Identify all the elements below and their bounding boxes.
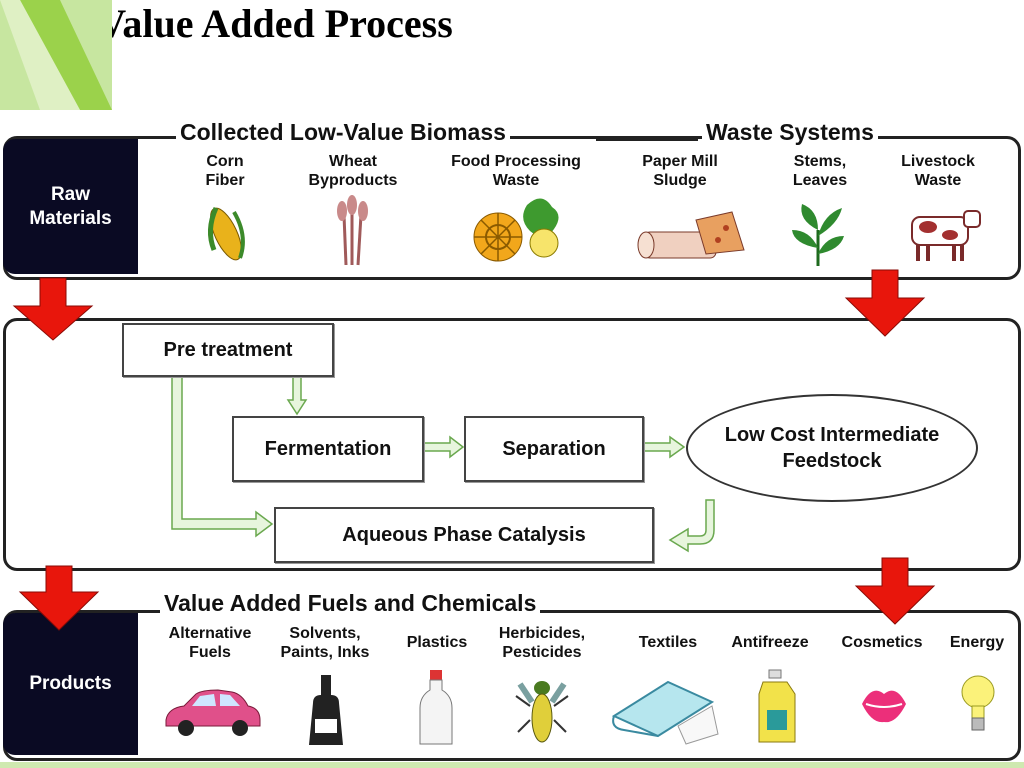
raw-item-label: Stems, Leaves [792,153,848,189]
lightbulb-icon [961,675,995,731]
arrow-down-left-1 [12,277,94,341]
product-label: Antifreeze [731,634,809,651]
products-label: Products [3,613,138,755]
bottle-icon [419,670,453,745]
catalysis-box: Aqueous Phase Catalysis [274,507,654,563]
arrow-down-right-1 [844,269,926,337]
corn-icon [208,206,245,261]
arrow-down-right-2 [854,557,936,625]
raw-item-label: Corn Fiber [205,153,245,189]
raw-item-label: Livestock Waste [901,153,975,189]
product-label: Herbicides, Pesticides [498,625,586,661]
product-label: Cosmetics [841,634,923,651]
waste-systems-heading: Waste Systems [702,119,878,146]
wheat-icon [337,195,368,266]
product-label: Solvents, Paints, Inks [280,625,370,661]
lips-icon [862,690,906,723]
separation-box: Separation [464,416,644,482]
products-heading: Value Added Fuels and Chemicals [160,590,541,617]
ink-bottle-icon [309,675,343,745]
product-label: Alternative Fuels [168,625,252,661]
raw-item-label: Food Processing Waste [451,153,581,189]
intermediate-feedstock-label: Low Cost Intermediate Feedstock [724,424,940,472]
jug-icon [758,669,796,743]
product-label: Plastics [406,634,468,651]
fermentation-box: Fermentation [232,416,424,482]
log-icon [637,211,745,259]
fabric-icon [611,680,719,745]
insect-icon [515,681,569,743]
pretreatment-box: Pre treatment [122,323,334,377]
products-heading-rule [664,610,864,613]
heading-rule [596,138,698,141]
raw-materials-label: Raw Materials [3,139,138,274]
product-label: Textiles [638,634,698,651]
slide-footer-line [0,762,1024,768]
raw-item-label: Paper Mill Sludge [642,153,718,189]
page-title: Value Added Process [97,1,453,46]
biomass-heading: Collected Low-Value Biomass [176,119,510,146]
cow-icon [911,210,981,261]
car-icon [165,689,261,736]
leaves-icon [792,204,844,266]
slide-decoration [0,0,112,110]
produce-icon [473,198,559,262]
raw-item-label: Wheat Byproducts [308,153,398,189]
intermediate-feedstock-ellipse: Low Cost Intermediate Feedstock [686,394,978,502]
product-label: Energy [949,634,1005,651]
arrow-down-left-2 [18,565,100,631]
